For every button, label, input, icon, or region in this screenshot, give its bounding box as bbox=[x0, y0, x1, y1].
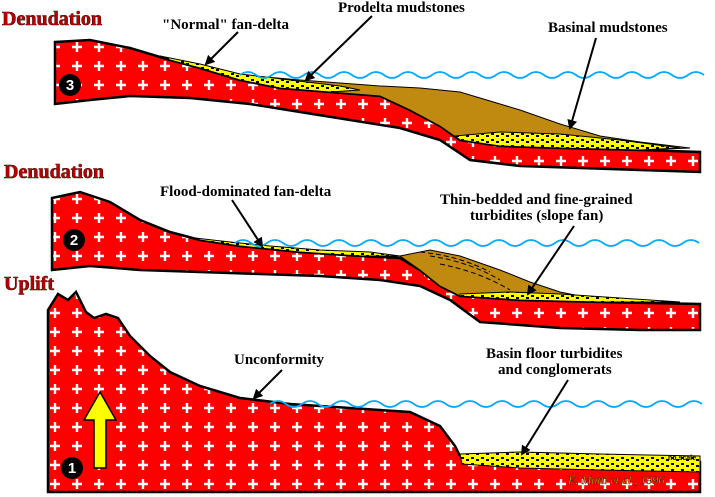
stage-3-sea-level bbox=[239, 71, 705, 79]
stage-2-sea-level bbox=[234, 239, 700, 247]
stage-3-title: Denudation bbox=[2, 8, 102, 30]
arrow-basin-floor bbox=[520, 379, 569, 456]
stage-2-number-badge: 2 bbox=[63, 229, 85, 251]
arrow-normal-fan-delta bbox=[204, 31, 239, 66]
stage-2-slope-fan-lines bbox=[419, 251, 511, 291]
arrow-prodelta-mudstones bbox=[304, 15, 373, 82]
stage-1-title: Uplift bbox=[4, 273, 54, 295]
stage-3-basin-sand bbox=[453, 131, 681, 151]
svg-text:3: 3 bbox=[66, 77, 74, 94]
stage-2-section bbox=[50, 190, 702, 332]
stage-3-fan-delta-sand bbox=[159, 55, 361, 93]
stage-2-title: Denudation bbox=[4, 161, 104, 183]
credit-text: E. Mutti et al., 1996 bbox=[567, 473, 664, 487]
stage-1-basin-floor-sand bbox=[459, 451, 701, 473]
label-normal-fan-delta: "Normal" fan-delta bbox=[162, 17, 290, 33]
label-basinal-mudstones: Basinal mudstones bbox=[548, 20, 668, 36]
uplift-arrow bbox=[82, 390, 118, 469]
arrow-unconformity bbox=[252, 369, 283, 400]
label-thin-bedded-line2: turbidites (slope fan) bbox=[470, 208, 603, 224]
stage-3-number-badge: 3 bbox=[59, 74, 81, 96]
label-basin-floor-line2: and conglomerats bbox=[498, 362, 612, 378]
arrow-flood-fan-delta bbox=[231, 199, 264, 248]
label-prodelta-mudstones: Prodelta mudstones bbox=[338, 0, 465, 16]
svg-text:1: 1 bbox=[68, 460, 76, 477]
stage-2-turbidite-sand bbox=[459, 291, 681, 303]
label-unconformity: Unconformity bbox=[234, 352, 324, 368]
label-basin-floor-line1: Basin floor turbidites bbox=[486, 346, 623, 362]
stage-3-basement bbox=[53, 38, 702, 174]
stage-1-number-badge: 1 bbox=[61, 457, 83, 479]
stage-1-section bbox=[46, 289, 703, 494]
label-flood-dominated-fan-delta: Flood-dominated fan-delta bbox=[160, 184, 332, 200]
no-scale-note: no scale bbox=[668, 455, 696, 462]
stage-3-section bbox=[53, 38, 705, 174]
stage-2-basement bbox=[50, 190, 702, 332]
stage-1-sea-level bbox=[269, 400, 703, 408]
label-thin-bedded-line1: Thin-bedded and fine-grained bbox=[440, 192, 633, 208]
arrow-basinal-mudstones bbox=[567, 37, 597, 130]
svg-text:2: 2 bbox=[70, 232, 78, 249]
leader-arrows bbox=[204, 15, 597, 456]
arrow-slope-fan bbox=[526, 225, 575, 296]
